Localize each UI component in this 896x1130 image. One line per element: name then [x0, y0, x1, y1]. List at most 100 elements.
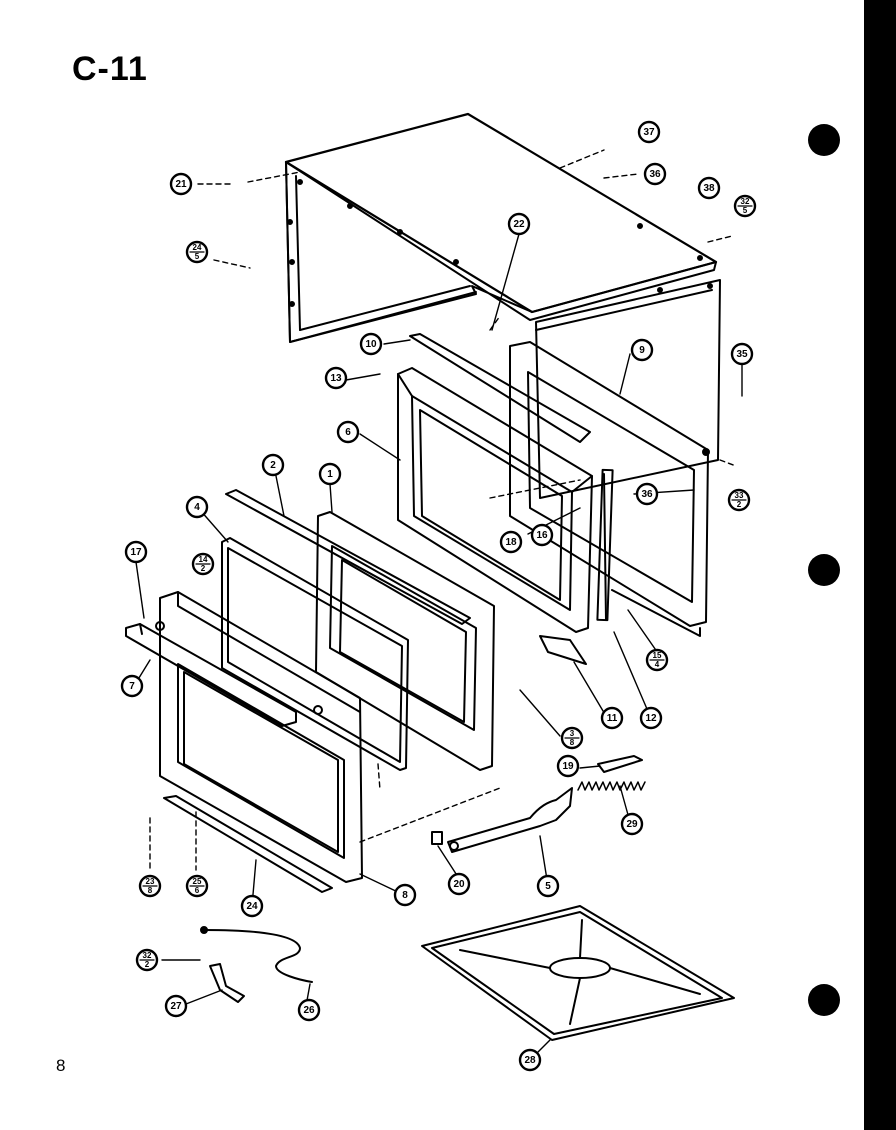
- top-spacer: [225, 489, 471, 625]
- callout-label: 24: [193, 243, 202, 252]
- drip-tray: [421, 905, 735, 1041]
- callout-label: 8: [570, 738, 575, 747]
- callout-circle: [261, 453, 285, 477]
- callout-label: 14: [199, 555, 208, 564]
- callout-label: 12: [645, 713, 657, 724]
- callout-16: 16: [530, 523, 554, 547]
- callout-label: 25: [193, 877, 202, 886]
- callout-circle: [359, 332, 383, 356]
- callout-circle: [240, 894, 264, 918]
- callout-label: 5: [195, 252, 200, 261]
- callout-label: 10: [365, 339, 377, 350]
- callout-circle: [630, 338, 654, 362]
- callout-label: 3: [570, 729, 575, 738]
- callout-12: 12: [639, 706, 663, 730]
- callout-label: 5: [743, 206, 748, 215]
- side-strips: [596, 468, 614, 622]
- callout-4: 4: [185, 495, 209, 519]
- callout-circle: [124, 540, 148, 564]
- callout-24-5: 245: [185, 240, 209, 264]
- callout-label: 6: [195, 886, 200, 895]
- callout-circle: [697, 176, 721, 200]
- callout-label: 7: [129, 681, 135, 692]
- callout-label: 28: [524, 1055, 536, 1066]
- callout-21: 21: [169, 172, 193, 196]
- callout-20: 20: [447, 872, 471, 896]
- callout-label: 38: [703, 183, 715, 194]
- page-number: 8: [56, 1056, 66, 1075]
- callout-circle: [164, 994, 188, 1018]
- callout-circle: [600, 706, 624, 730]
- callout-label: 35: [736, 349, 748, 360]
- callout-circle: [297, 998, 321, 1022]
- door-handle: [125, 621, 323, 727]
- callout-circle: [318, 462, 342, 486]
- callout-18: 18: [499, 530, 523, 554]
- callout-11: 11: [600, 706, 624, 730]
- callout-7: 7: [120, 674, 144, 698]
- callout-label: 8: [402, 890, 408, 901]
- callout-label: 21: [175, 179, 187, 190]
- spring: [577, 781, 646, 791]
- callout-label: 36: [641, 489, 653, 500]
- callout-label: 27: [170, 1001, 182, 1012]
- callout-label: 26: [303, 1005, 315, 1016]
- callout-33-2: 332: [727, 488, 751, 512]
- callout-22: 22: [507, 212, 531, 236]
- callout-label: 9: [639, 345, 645, 356]
- callout-circle: [556, 754, 580, 778]
- callout-3-8: 38: [560, 726, 584, 750]
- callout-37: 37: [637, 120, 661, 144]
- callout-label: 1: [327, 469, 333, 480]
- clip: [597, 755, 643, 773]
- callout-circle: [637, 120, 661, 144]
- binder-hole: [808, 554, 840, 586]
- callout-label: 6: [345, 427, 351, 438]
- callout-36: 36: [635, 482, 659, 506]
- callout-label: 4: [655, 660, 660, 669]
- callout-circle: [643, 162, 667, 186]
- callout-2: 2: [261, 453, 285, 477]
- callout-38: 38: [697, 176, 721, 200]
- callout-32-5: 325: [733, 194, 757, 218]
- callout-26: 26: [297, 998, 321, 1022]
- callout-circle: [336, 420, 360, 444]
- callout-29: 29: [620, 812, 644, 836]
- callout-label: 23: [146, 877, 155, 886]
- callout-circle: [447, 872, 471, 896]
- callout-13: 13: [324, 366, 348, 390]
- bottom-hinge-bar: [163, 795, 333, 893]
- wire-harness: [200, 926, 313, 1003]
- callout-28: 28: [518, 1048, 542, 1072]
- callout-circle: [530, 523, 554, 547]
- callout-circle: [169, 172, 193, 196]
- door-glass: [221, 537, 409, 771]
- callout-label: 22: [513, 219, 525, 230]
- callout-14-2: 142: [191, 552, 215, 576]
- callout-5: 5: [536, 874, 560, 898]
- bracket: [431, 831, 443, 845]
- callout-circle: [324, 366, 348, 390]
- callout-label: 2: [737, 500, 742, 509]
- inner-door-frame: [315, 511, 495, 771]
- callout-label: 17: [130, 547, 142, 558]
- callout-9: 9: [630, 338, 654, 362]
- callout-8: 8: [393, 883, 417, 907]
- hinge-arm: [447, 787, 573, 853]
- callout-label: 32: [143, 951, 152, 960]
- callout-label: 37: [643, 127, 655, 138]
- callout-19: 19: [556, 754, 580, 778]
- callout-1: 1: [318, 462, 342, 486]
- callout-circle: [536, 874, 560, 898]
- callout-label: 15: [653, 651, 662, 660]
- callout-circle: [507, 212, 531, 236]
- callout-label: 33: [735, 491, 744, 500]
- oven-cavity: [397, 367, 593, 633]
- callout-label: 4: [194, 502, 200, 513]
- callout-36: 36: [643, 162, 667, 186]
- binder-hole: [808, 984, 840, 1016]
- side-panel: [535, 279, 721, 499]
- callout-15-4: 154: [645, 648, 669, 672]
- callout-label: 29: [626, 819, 638, 830]
